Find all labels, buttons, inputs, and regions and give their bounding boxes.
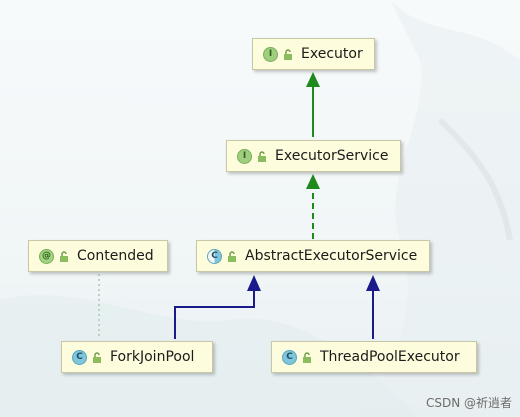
- lock-open-icon: [60, 250, 68, 262]
- node-label: ForkJoinPool: [110, 349, 195, 365]
- node-label: AbstractExecutorService: [245, 248, 418, 264]
- lock-open-icon: [284, 48, 292, 60]
- node-label: ThreadPoolExecutor: [320, 349, 460, 365]
- csdn-watermark: CSDN @祈逍者: [425, 396, 512, 410]
- interface-icon: I: [263, 46, 278, 62]
- annotation-icon: @: [39, 248, 54, 264]
- node-label: Contended: [77, 248, 154, 264]
- arrowhead-executorservice: [306, 174, 320, 189]
- interface-icon: I: [237, 148, 252, 164]
- arrowhead-abstract-right: [366, 275, 380, 291]
- node-thread-pool-executor[interactable]: C ThreadPoolExecutor: [271, 341, 477, 373]
- class-icon: C: [72, 349, 87, 365]
- arrowhead-executor: [306, 72, 320, 87]
- class-icon: C: [282, 349, 297, 365]
- node-label: Executor: [301, 46, 363, 62]
- edge-forkjoinpool-abstract: [174, 291, 255, 339]
- node-label: ExecutorService: [275, 148, 389, 164]
- lock-open-icon: [303, 351, 311, 363]
- lock-open-icon: [228, 250, 236, 262]
- abstract-class-icon: C: [207, 248, 222, 264]
- node-abstract-executor-service[interactable]: C AbstractExecutorService: [196, 240, 430, 272]
- node-fork-join-pool[interactable]: C ForkJoinPool: [61, 341, 213, 373]
- node-contended[interactable]: @ Contended: [28, 240, 168, 272]
- lock-open-icon: [258, 150, 266, 162]
- node-executor[interactable]: I Executor: [252, 38, 375, 70]
- lock-open-icon: [93, 351, 101, 363]
- arrowhead-abstract-left: [247, 275, 261, 291]
- node-executor-service[interactable]: I ExecutorService: [226, 140, 401, 172]
